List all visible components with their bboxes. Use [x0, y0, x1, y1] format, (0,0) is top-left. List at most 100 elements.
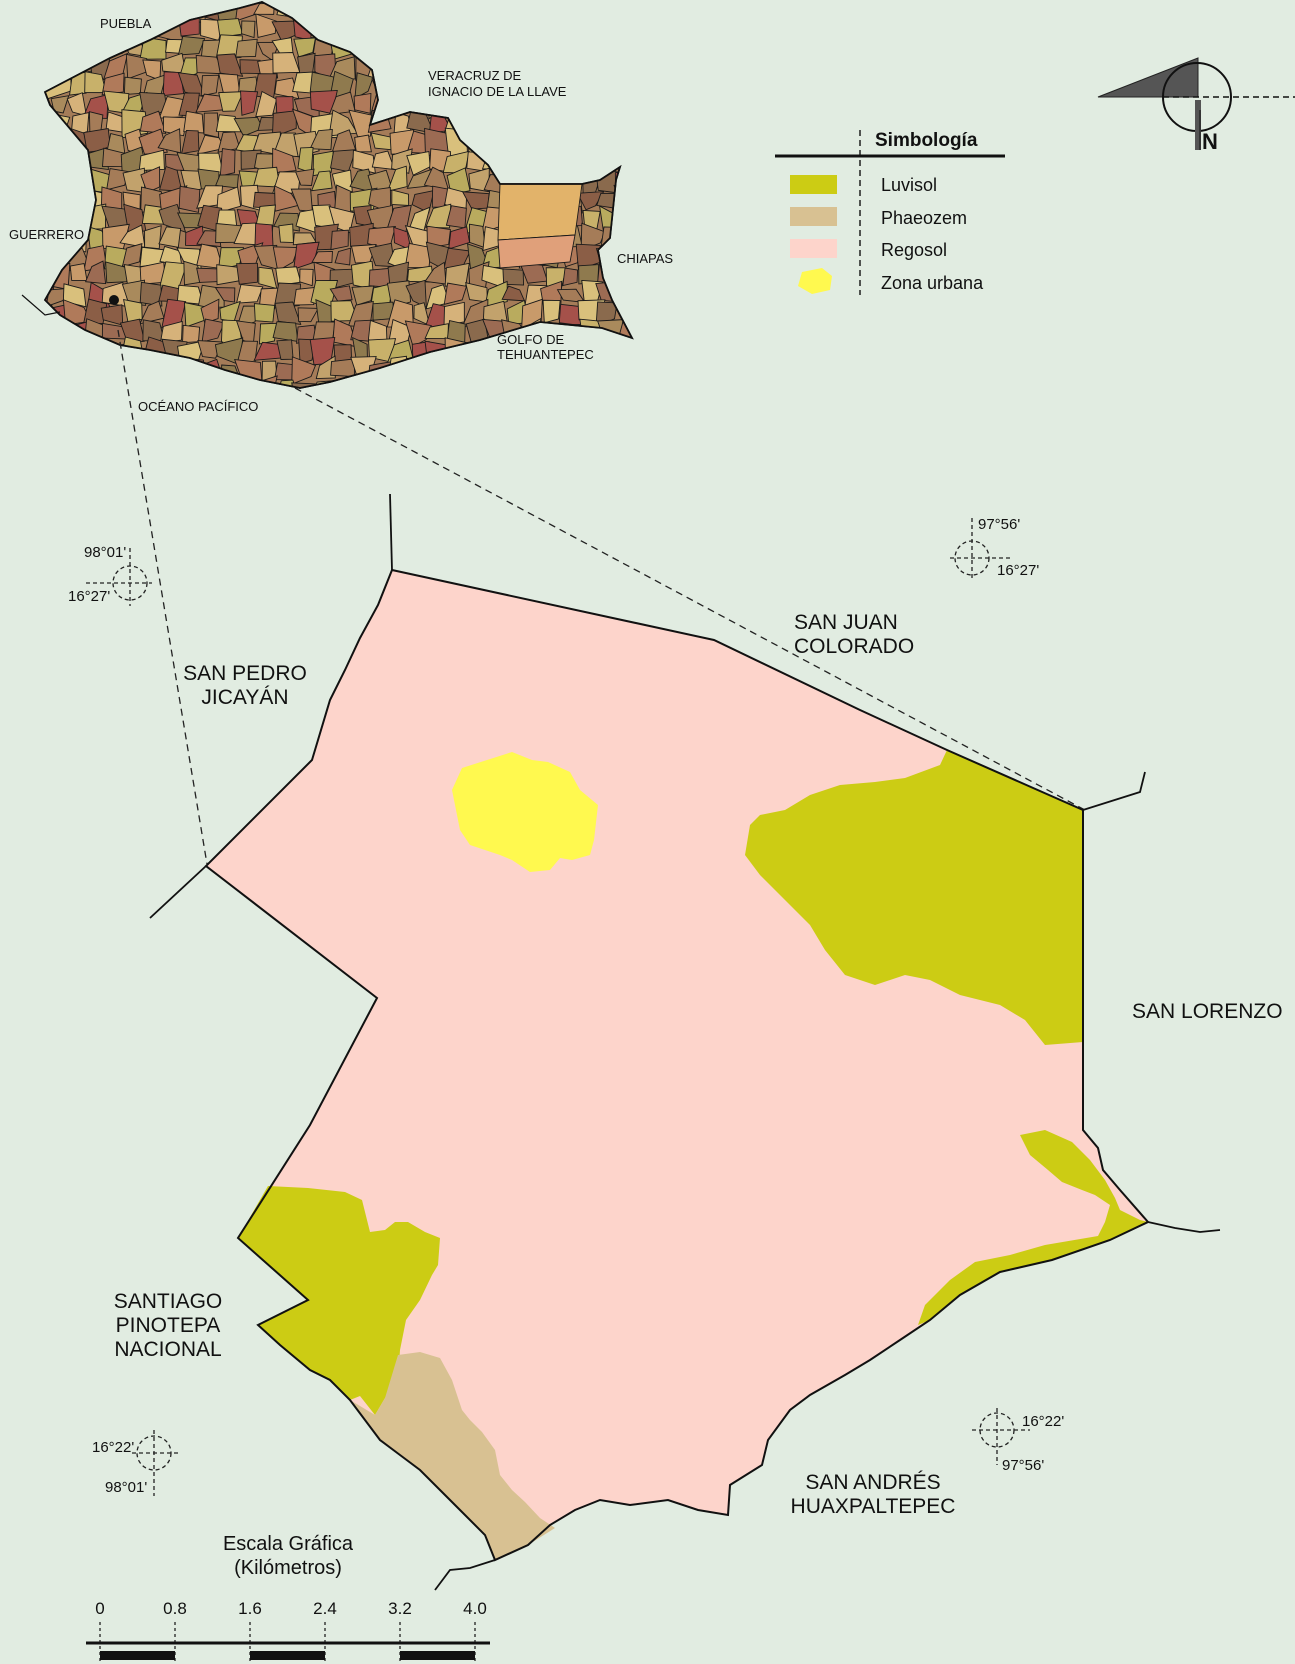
- inset-municipality-cell: [64, 54, 85, 75]
- inset-municipality-cell: [105, 261, 130, 284]
- north-label: N: [1202, 129, 1218, 154]
- inset-municipality-cell: [385, 53, 407, 79]
- inset-municipality-cell: [163, 359, 186, 382]
- inset-municipality-cell: [557, 4, 585, 19]
- inset-municipality-cell: [385, 377, 408, 388]
- inset-municipality-cell: [562, 267, 579, 287]
- inset-municipality-cell: [64, 149, 92, 173]
- inset-municipality-cell: [139, 281, 163, 307]
- inset-municipality-cell: [330, 229, 349, 251]
- label-san-juan-1: SAN JUAN: [794, 611, 898, 634]
- inset-municipality-cell: [487, 361, 511, 382]
- label-san-juan-2: COLORADO: [794, 635, 914, 658]
- inset-municipality-cell: [139, 36, 167, 60]
- inset-municipality-cell: [329, 2, 352, 24]
- inset-municipality-cell: [556, 132, 587, 153]
- inset-municipality-cell: [45, 168, 53, 193]
- legend-label-phaeozem: Phaeozem: [881, 208, 967, 228]
- inset-municipality-cell: [103, 36, 128, 54]
- inset-municipality-cell: [557, 117, 584, 134]
- inset-municipality-cell: [158, 226, 182, 248]
- inset-municipality-cell: [538, 53, 567, 82]
- inset-municipality-cell: [613, 72, 632, 100]
- inset-municipality-cell: [449, 2, 466, 20]
- inset-municipality-cell: [293, 286, 316, 306]
- inset-municipality-cell: [576, 191, 605, 211]
- inset-municipality-cell: [558, 361, 582, 385]
- inset-municipality-cell: [45, 129, 67, 154]
- inset-municipality-cell: [464, 357, 486, 383]
- inset-municipality-cell: [309, 128, 333, 151]
- inset-municipality-cell: [485, 134, 508, 150]
- inset-municipality-cell: [576, 377, 596, 388]
- inset-municipality-cell: [615, 355, 632, 383]
- label-oceano: OCÉANO PACÍFICO: [138, 399, 258, 414]
- inset-municipality-cell: [45, 374, 72, 388]
- inset-municipality-cell: [520, 15, 541, 37]
- inset-municipality-cell: [159, 2, 186, 23]
- inset-municipality-cell: [426, 225, 451, 249]
- label-golfo-1: GOLFO DE: [497, 332, 565, 347]
- inset-municipality-cell: [481, 2, 510, 21]
- inset-municipality-cell: [271, 110, 297, 138]
- inset-municipality-cell: [595, 32, 618, 61]
- inset-municipality-cell: [504, 19, 530, 38]
- inset-municipality-cell: [499, 113, 530, 137]
- inset-municipality-cell: [581, 18, 598, 41]
- inset-municipality-cell: [580, 222, 606, 252]
- inset-municipality-cell: [614, 20, 632, 40]
- inset-municipality-cell: [203, 112, 220, 139]
- inset-municipality-cell: [312, 150, 334, 177]
- inset-municipality-cell: [636, 116, 661, 134]
- inset-municipality-cell: [63, 35, 89, 58]
- inset-municipality-cell: [411, 398, 434, 421]
- inset-municipality-cell: [196, 230, 222, 248]
- inset-municipality-cell: [480, 114, 509, 138]
- inset-municipality-cell: [579, 34, 604, 63]
- inset-municipality-cell: [443, 37, 473, 62]
- inset-municipality-cell: [597, 403, 622, 423]
- inset-municipality-cell: [525, 400, 546, 419]
- inset-municipality-cell: [636, 204, 657, 225]
- label-puebla: PUEBLA: [100, 16, 152, 31]
- inset-municipality-cell: [121, 279, 147, 306]
- label-san-lorenzo: SAN LORENZO: [1132, 1000, 1283, 1023]
- legend-title: Simbología: [875, 130, 978, 151]
- inset-municipality-cell: [45, 317, 48, 344]
- inset-municipality-cell: [45, 267, 49, 289]
- inset-municipality-cell: [253, 303, 276, 323]
- legend-swatch-regosol: [790, 239, 837, 258]
- inset-municipality-cell: [579, 394, 600, 423]
- inset-municipality-cell: [139, 110, 167, 134]
- inset-municipality-cell: [577, 93, 602, 117]
- inset-municipality-cell: [85, 397, 109, 416]
- coord-sw-lon: 98°01': [105, 1479, 147, 1496]
- label-san-pedro-1: SAN PEDRO: [183, 662, 307, 685]
- inset-municipality-cell: [558, 376, 584, 388]
- inset-municipality-cell: [46, 358, 65, 386]
- inset-municipality-cell: [310, 2, 338, 19]
- legend-swatch-luvisol: [790, 175, 837, 194]
- inset-municipality-cell: [162, 71, 185, 97]
- municipality-soil-map: [149, 493, 1221, 1591]
- inset-municipality-cell: [444, 20, 466, 38]
- scale-tick-2: 1.6: [238, 1599, 262, 1618]
- inset-municipality-cell: [386, 280, 412, 308]
- inset-municipality-cell: [162, 116, 188, 137]
- inset-municipality-cell: [45, 2, 72, 22]
- inset-municipality-cell: [310, 170, 333, 192]
- inset-municipality-cell: [521, 361, 548, 385]
- inset-municipality-cell: [236, 262, 258, 285]
- inset-municipality-cell: [233, 359, 263, 382]
- label-veracruz-2: IGNACIO DE LA LLAVE: [428, 84, 567, 99]
- inset-municipality-cell: [635, 228, 660, 248]
- inset-municipality-cell: [313, 402, 338, 422]
- inset-municipality-cell: [371, 399, 391, 420]
- inset-municipality-cell: [101, 72, 125, 96]
- inset-municipality-cell: [482, 376, 509, 388]
- inset-municipality-cell: [82, 356, 112, 383]
- coord-nw-lat: 16°27': [68, 588, 110, 605]
- inset-municipality-cell: [201, 318, 225, 343]
- inset-municipality-cell: [183, 110, 205, 134]
